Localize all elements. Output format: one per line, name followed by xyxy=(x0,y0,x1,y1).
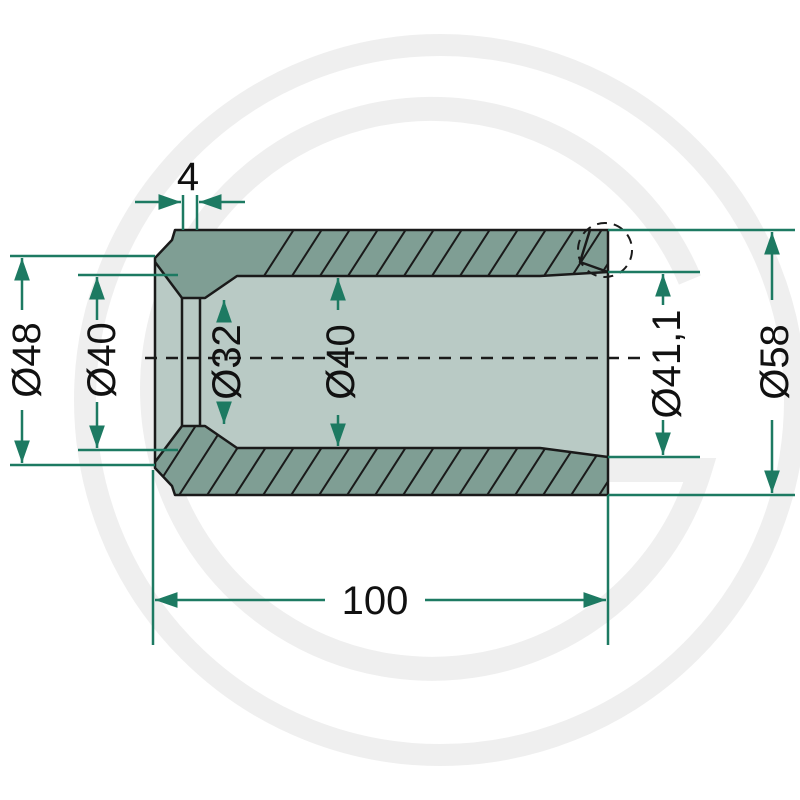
watermark-logo xyxy=(74,34,800,766)
dim-label: 100 xyxy=(342,579,409,623)
dim-label: Ø32 xyxy=(205,324,249,400)
dim-chamfer-width: 4 xyxy=(135,155,245,230)
dim-outer-left-diameter: Ø48 xyxy=(5,254,155,467)
dim-label: Ø40 xyxy=(319,324,363,400)
dim-label: Ø58 xyxy=(753,324,797,400)
detail-circle xyxy=(577,222,633,278)
dim-label: Ø41,1 xyxy=(645,310,689,419)
dim-bore-diameter: Ø40 xyxy=(319,278,363,446)
dim-right-bore-diameter: Ø41,1 xyxy=(608,270,700,459)
dim-label: Ø48 xyxy=(5,322,49,398)
dim-outer-diameter: Ø58 xyxy=(608,228,797,497)
bushing-section xyxy=(145,222,640,497)
hatch-line xyxy=(539,230,608,495)
dim-length: 100 xyxy=(151,470,610,645)
dim-label: Ø40 xyxy=(80,322,124,398)
dim-label: 4 xyxy=(177,155,199,199)
dim-inlet-diameter: Ø32 xyxy=(205,300,249,424)
dim-inner-left-diameter: Ø40 xyxy=(78,273,178,452)
